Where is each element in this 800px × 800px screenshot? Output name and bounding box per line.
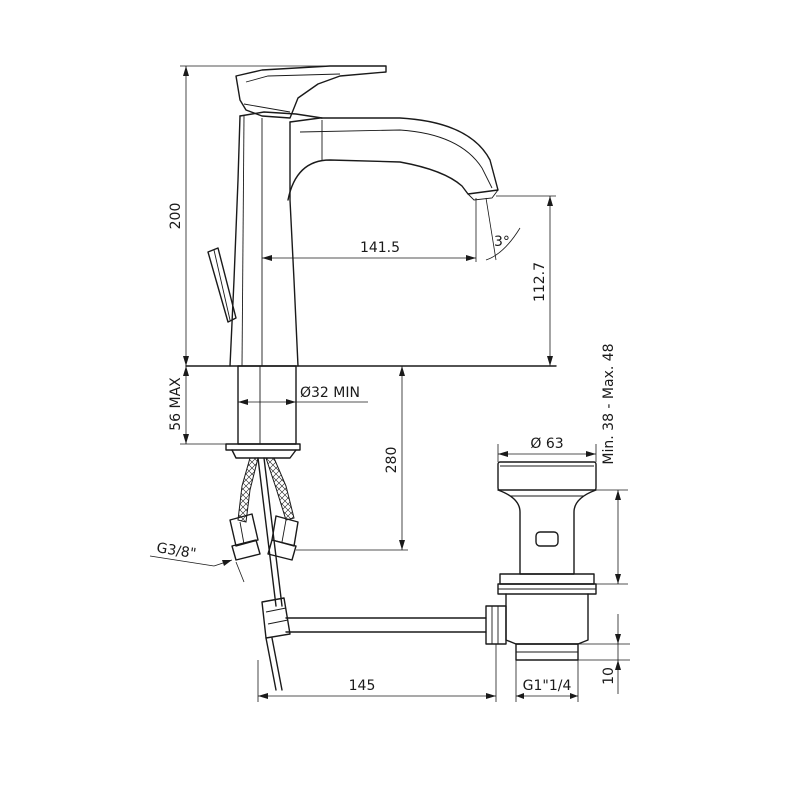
label-hole-diameter: Ø32 MIN	[300, 385, 360, 401]
label-spout-angle: 3°	[494, 234, 510, 250]
dim-height-total: 200	[168, 65, 386, 366]
dim-spout-angle: 3°	[485, 197, 521, 261]
dim-waste-diameter: Ø 63	[497, 436, 597, 462]
dim-waste-tail: 10	[578, 614, 630, 694]
faucet-body	[207, 65, 499, 367]
label-spout-reach: 141.5	[360, 240, 400, 256]
dim-spout-reach: 141.5	[262, 198, 477, 262]
label-waste-thread: G1"1/4	[523, 678, 572, 694]
label-hose-thread: G3/8"	[155, 540, 197, 562]
dim-deck-thickness: 56 MAX	[168, 366, 226, 445]
dim-hose-thread: G3/8"	[149, 540, 245, 583]
dim-hose-length: 280	[296, 366, 408, 551]
popup-linkage	[261, 597, 487, 691]
waste-drain	[485, 461, 597, 661]
label-deck-thickness: 56 MAX	[168, 377, 184, 431]
label-height-total: 200	[168, 203, 184, 230]
dim-hole-diameter: Ø32 MIN	[238, 385, 368, 405]
label-waste-tail: 10	[601, 667, 617, 685]
label-rod-length: 145	[349, 678, 376, 694]
label-hose-length: 280	[384, 447, 400, 474]
dim-rod-length: 145	[257, 644, 497, 702]
label-basin-range: Min. 38 - Max. 48	[601, 343, 617, 464]
dim-waste-thread: G1"1/4	[515, 660, 579, 702]
dim-spout-height: 112.7	[496, 195, 556, 366]
label-spout-height: 112.7	[532, 262, 548, 302]
dim-basin-range: Min. 38 - Max. 48	[596, 343, 628, 585]
label-waste-diameter: Ø 63	[530, 436, 563, 452]
mounting-shank	[225, 365, 301, 459]
flexible-hoses	[229, 457, 299, 607]
